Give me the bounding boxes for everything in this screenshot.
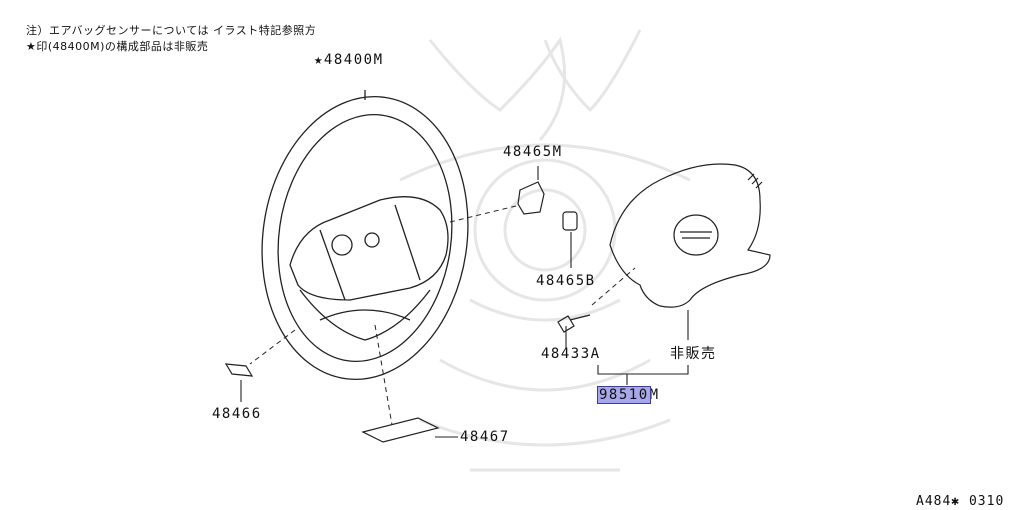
note-non-sale-components: ★印(48400M)の構成部品は非販売 xyxy=(26,40,209,53)
highlight-98510[interactable]: 98510 xyxy=(597,386,651,404)
part-label-48466[interactable]: 48466 xyxy=(212,406,262,422)
small-parts xyxy=(224,181,591,443)
diagram-reference-code: A484✱ 0310 xyxy=(916,494,1005,509)
dashed-leaders xyxy=(249,204,636,426)
airbag-module xyxy=(609,163,771,308)
part-label-48467[interactable]: 48467 xyxy=(460,429,510,445)
solid-leaders xyxy=(240,166,689,438)
suffix-m: M xyxy=(649,387,660,403)
part-label-48465m[interactable]: 48465M xyxy=(503,144,563,160)
part-label-98510m[interactable]: 98510M xyxy=(597,386,660,404)
part-label-48465b[interactable]: 48465B xyxy=(536,273,596,289)
non-sale-label: 非販売 xyxy=(670,346,717,362)
watermark-crest xyxy=(399,29,691,472)
part-label-48400m[interactable]: ★48400M xyxy=(314,52,384,68)
steering-wheel xyxy=(261,90,469,380)
note-airbag-sensor: 注）エアバッグセンサーについては イラスト特記参照方 xyxy=(26,24,317,37)
part-label-48433a[interactable]: 48433A xyxy=(541,346,601,362)
